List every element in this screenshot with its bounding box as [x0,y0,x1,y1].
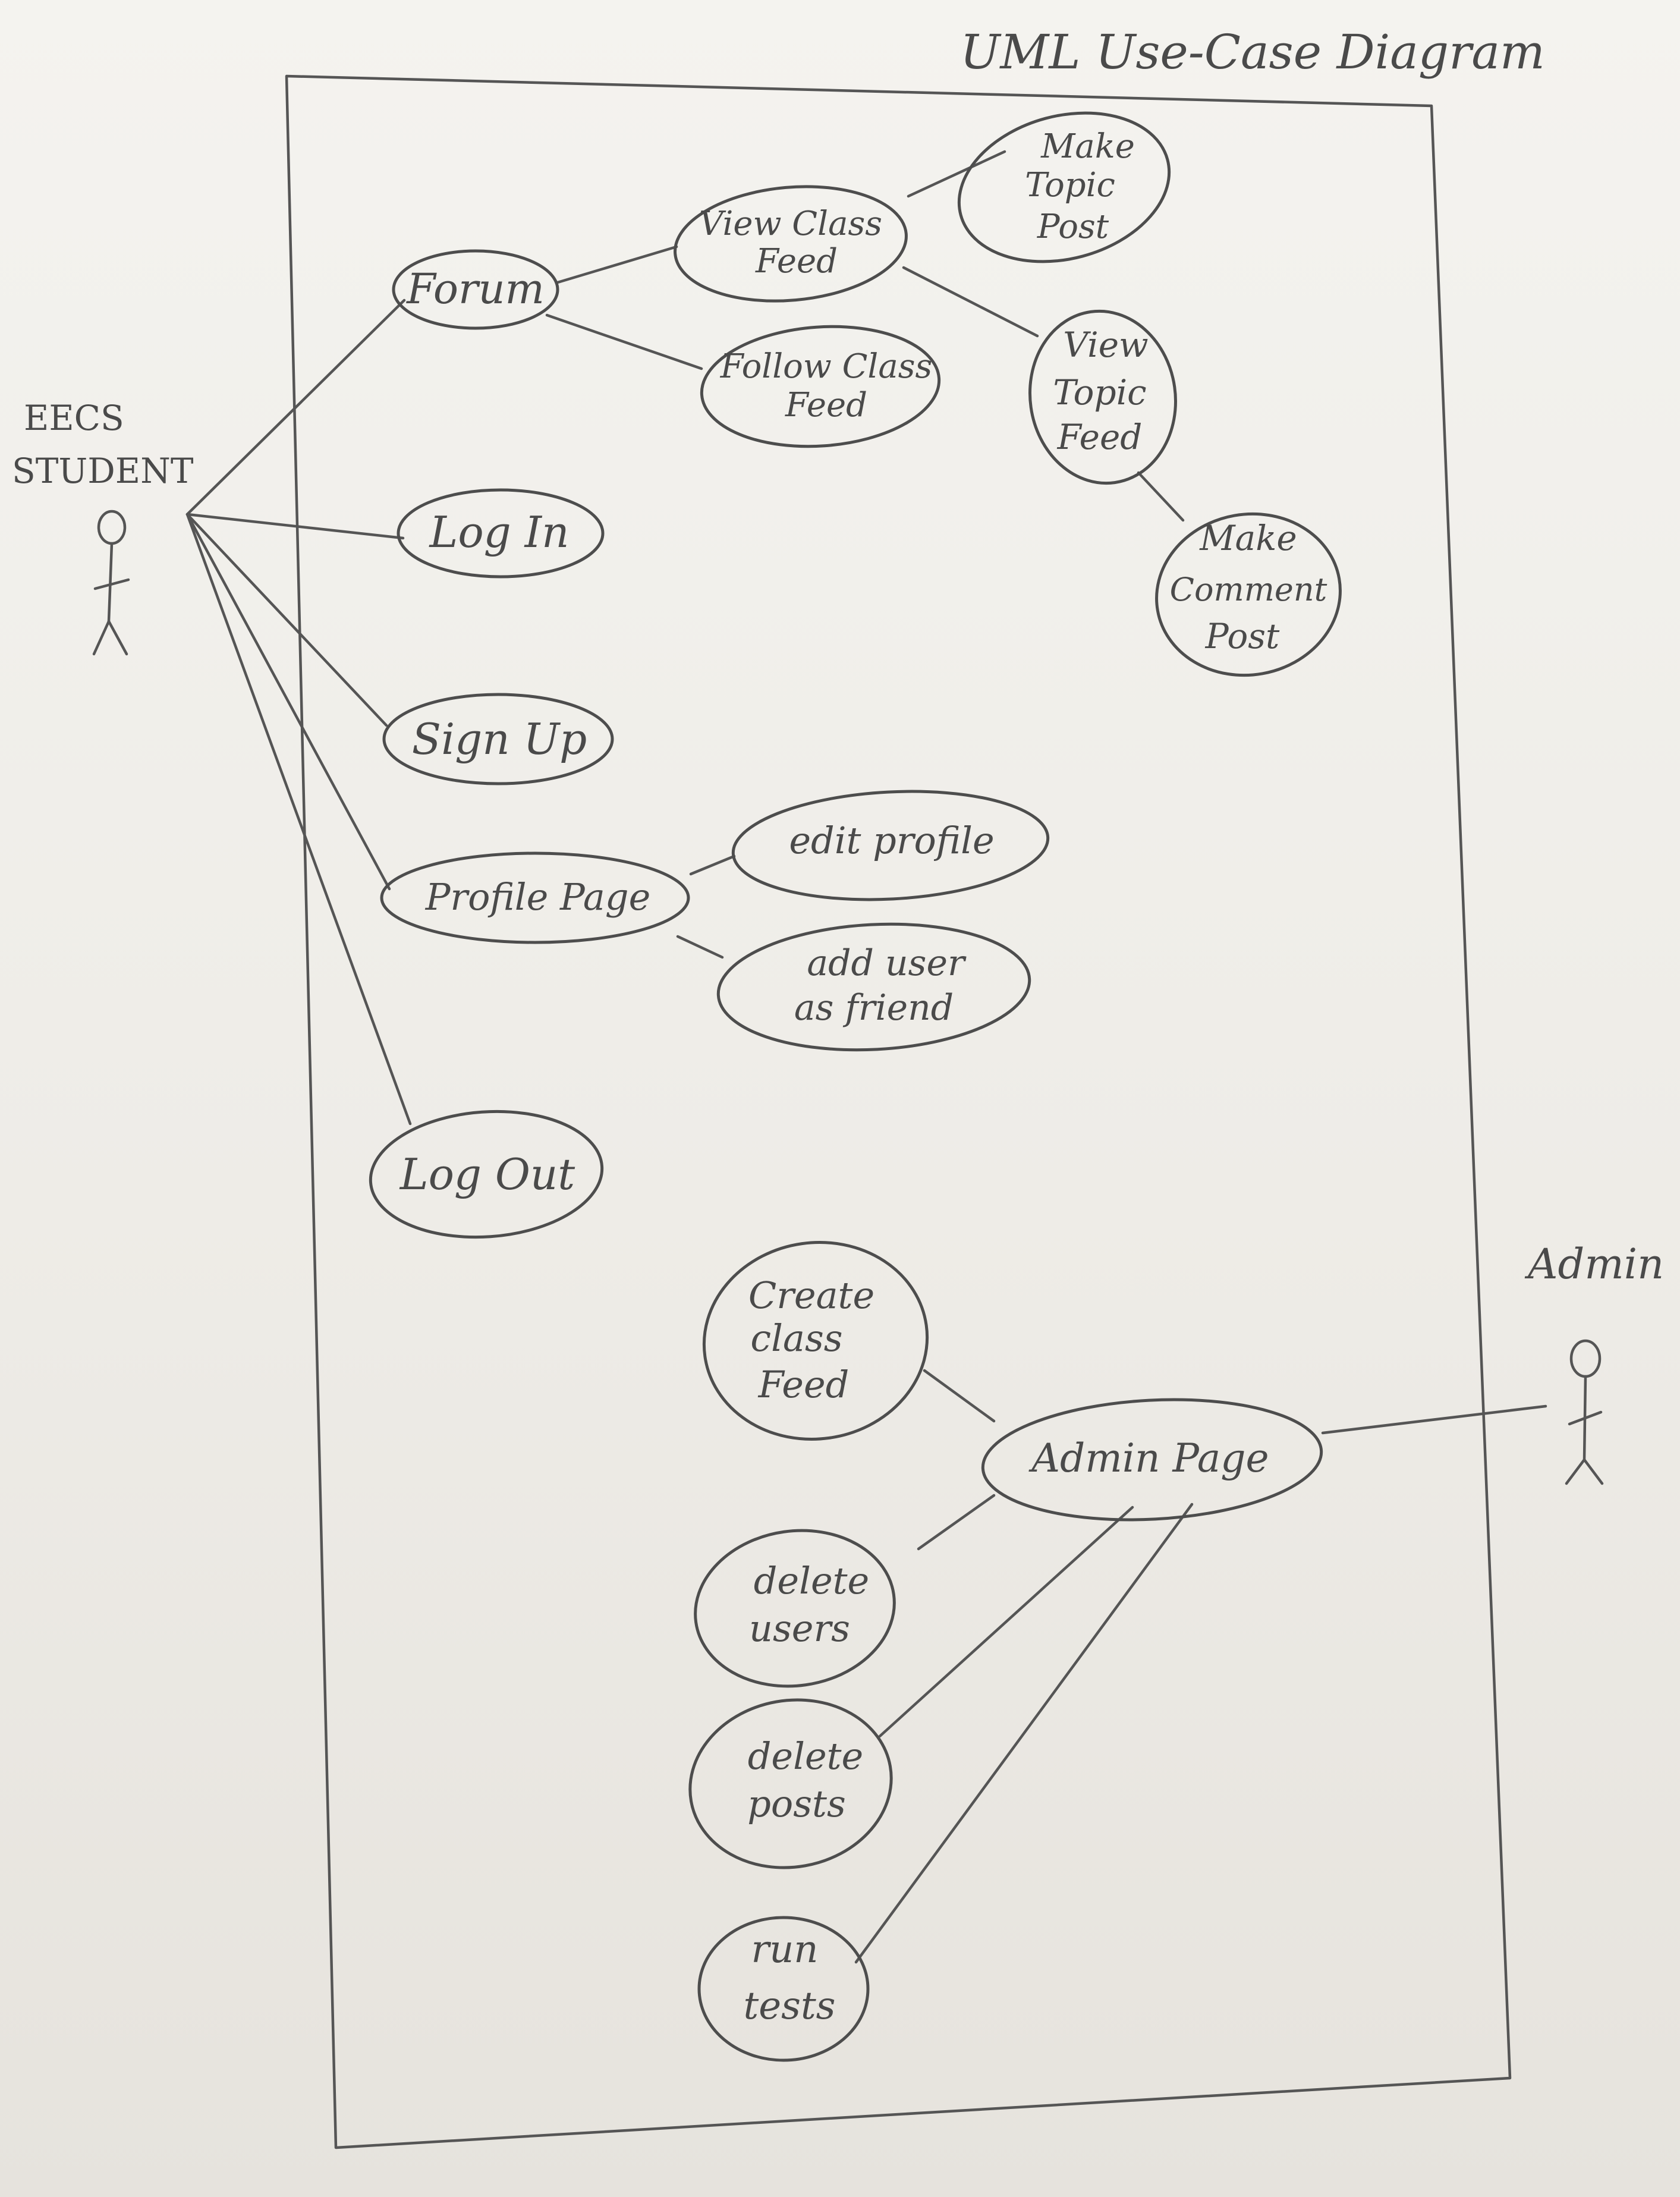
use-case-label: Comment [1170,571,1327,608]
actor-eecs-student: EECS STUDENT [12,398,194,656]
use-case-follow-class-feed: Follow Class Feed [700,325,941,448]
diagram-title: UML Use-Case Diagram [960,24,1545,80]
use-case-label: Make [1040,127,1135,166]
use-case-label: Post [1037,208,1109,246]
use-case-delete-users: delete users [694,1529,896,1688]
use-case-label: Sign Up [412,714,587,764]
use-case-make-topic-post: Make Topic Post [957,111,1171,263]
actor-student-label-line1: EECS [24,398,124,438]
stick-figure-icon [92,510,130,656]
use-case-label: edit profile [789,819,994,862]
actor-admin-label: Admin [1524,1240,1664,1288]
system-boundary [285,74,1512,2149]
use-case-run-tests: run tests [697,1916,870,2062]
use-case-label: add user [807,942,967,984]
use-case-log-in: Log In [397,488,605,579]
use-case-label: delete [754,1559,870,1602]
use-case-log-out: Log Out [369,1109,604,1239]
use-case-label: Forum [405,265,545,313]
use-case-delete-posts: delete posts [688,1698,893,1869]
use-case-label: run [751,1928,818,1972]
use-case-label: class [750,1316,842,1360]
use-case-label: Feed [1057,417,1143,457]
use-case-label: Log In [429,507,570,557]
stick-figure-icon [1565,1339,1604,1485]
use-case-label: Feed [758,1363,850,1406]
use-case-label: as friend [794,987,954,1029]
use-case-sign-up: Sign Up [382,693,614,785]
use-case-add-user-as-friend: add user as friend [716,922,1031,1052]
use-case-links [545,150,1547,1964]
use-case-label: tests [744,1984,836,2028]
use-case-view-topic-feed: View Topic Feed [1028,309,1177,485]
use-case-label: Follow Class [720,347,932,386]
use-case-label: Log Out [399,1149,576,1199]
use-case-label: Feed [755,242,838,281]
use-case-label: Admin Page [1028,1435,1269,1481]
use-case-label: View [1063,325,1148,365]
use-case-label: View Class [699,205,882,243]
use-case-label: Topic [1053,372,1146,413]
use-case-label: Create [748,1274,874,1317]
use-case-edit-profile: edit profile [731,790,1050,901]
use-case-admin-page: Admin Page [981,1398,1323,1522]
actor-student-label-line2: STUDENT [12,451,194,491]
use-case-profile-page: Profile Page [380,851,690,944]
student-associations [185,298,412,1126]
use-case-label: Topic [1025,166,1115,205]
use-case-label: Profile Page [425,875,651,919]
use-case-label: Post [1205,616,1280,656]
use-case-create-class-feed: Create class Feed [702,1241,929,1441]
use-case-label: posts [747,1782,846,1825]
use-case-make-comment-post: Make Comment Post [1155,512,1342,677]
use-case-label: Make [1199,518,1297,558]
actor-admin: Admin [1524,1240,1664,1485]
use-case-view-class-feed: View Class Feed [674,185,908,303]
use-case-label: users [749,1607,850,1650]
use-case-forum: Forum [392,249,559,330]
use-case-label: delete [748,1734,864,1778]
use-case-label: Feed [785,386,867,425]
